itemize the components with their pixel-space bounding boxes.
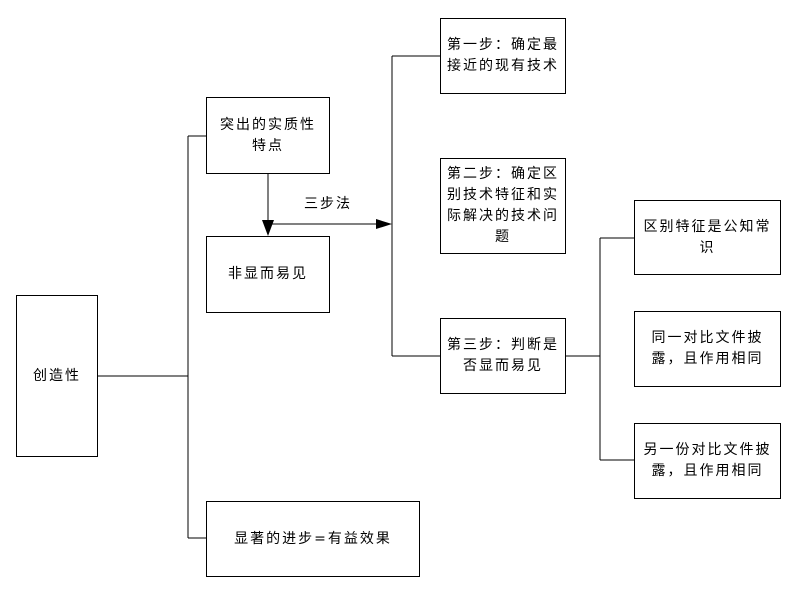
step3-label: 第三步：判断是否显而易见 <box>447 337 559 374</box>
outstanding-features-box: 突出的实质性特点 <box>206 97 330 174</box>
same-document-box: 同一对比文件披露，且作用相同 <box>634 311 781 387</box>
step1-box: 第一步：确定最接近的现有技术 <box>440 18 566 94</box>
creativity-box: 创造性 <box>16 295 98 457</box>
arrowhead-down <box>262 220 274 236</box>
other-document-box: 另一份对比文件披露，且作用相同 <box>634 423 781 499</box>
arrowhead-right <box>376 219 392 229</box>
other-document-label: 另一份对比文件披露，且作用相同 <box>643 442 772 479</box>
notable-progress-label: 显著的进步=有益效果 <box>234 530 392 547</box>
step2-label: 第二步：确定区别技术特征和实际解决的技术问题 <box>447 166 559 245</box>
non-obvious-box: 非显而易见 <box>206 236 330 313</box>
common-knowledge-box: 区别特征是公知常识 <box>634 200 781 275</box>
step2-box: 第二步：确定区别技术特征和实际解决的技术问题 <box>440 158 566 254</box>
creativity-label: 创造性 <box>33 367 81 384</box>
same-document-label: 同一对比文件披露，且作用相同 <box>651 330 764 367</box>
step3-box: 第三步：判断是否显而易见 <box>440 318 566 394</box>
step1-label: 第一步：确定最接近的现有技术 <box>447 37 559 74</box>
outstanding-features-label: 突出的实质性特点 <box>220 116 316 154</box>
non-obvious-label: 非显而易见 <box>228 266 308 282</box>
notable-progress-box: 显著的进步=有益效果 <box>206 501 420 577</box>
common-knowledge-label: 区别特征是公知常识 <box>643 218 772 256</box>
three-step-label: 三步法 <box>304 196 352 212</box>
